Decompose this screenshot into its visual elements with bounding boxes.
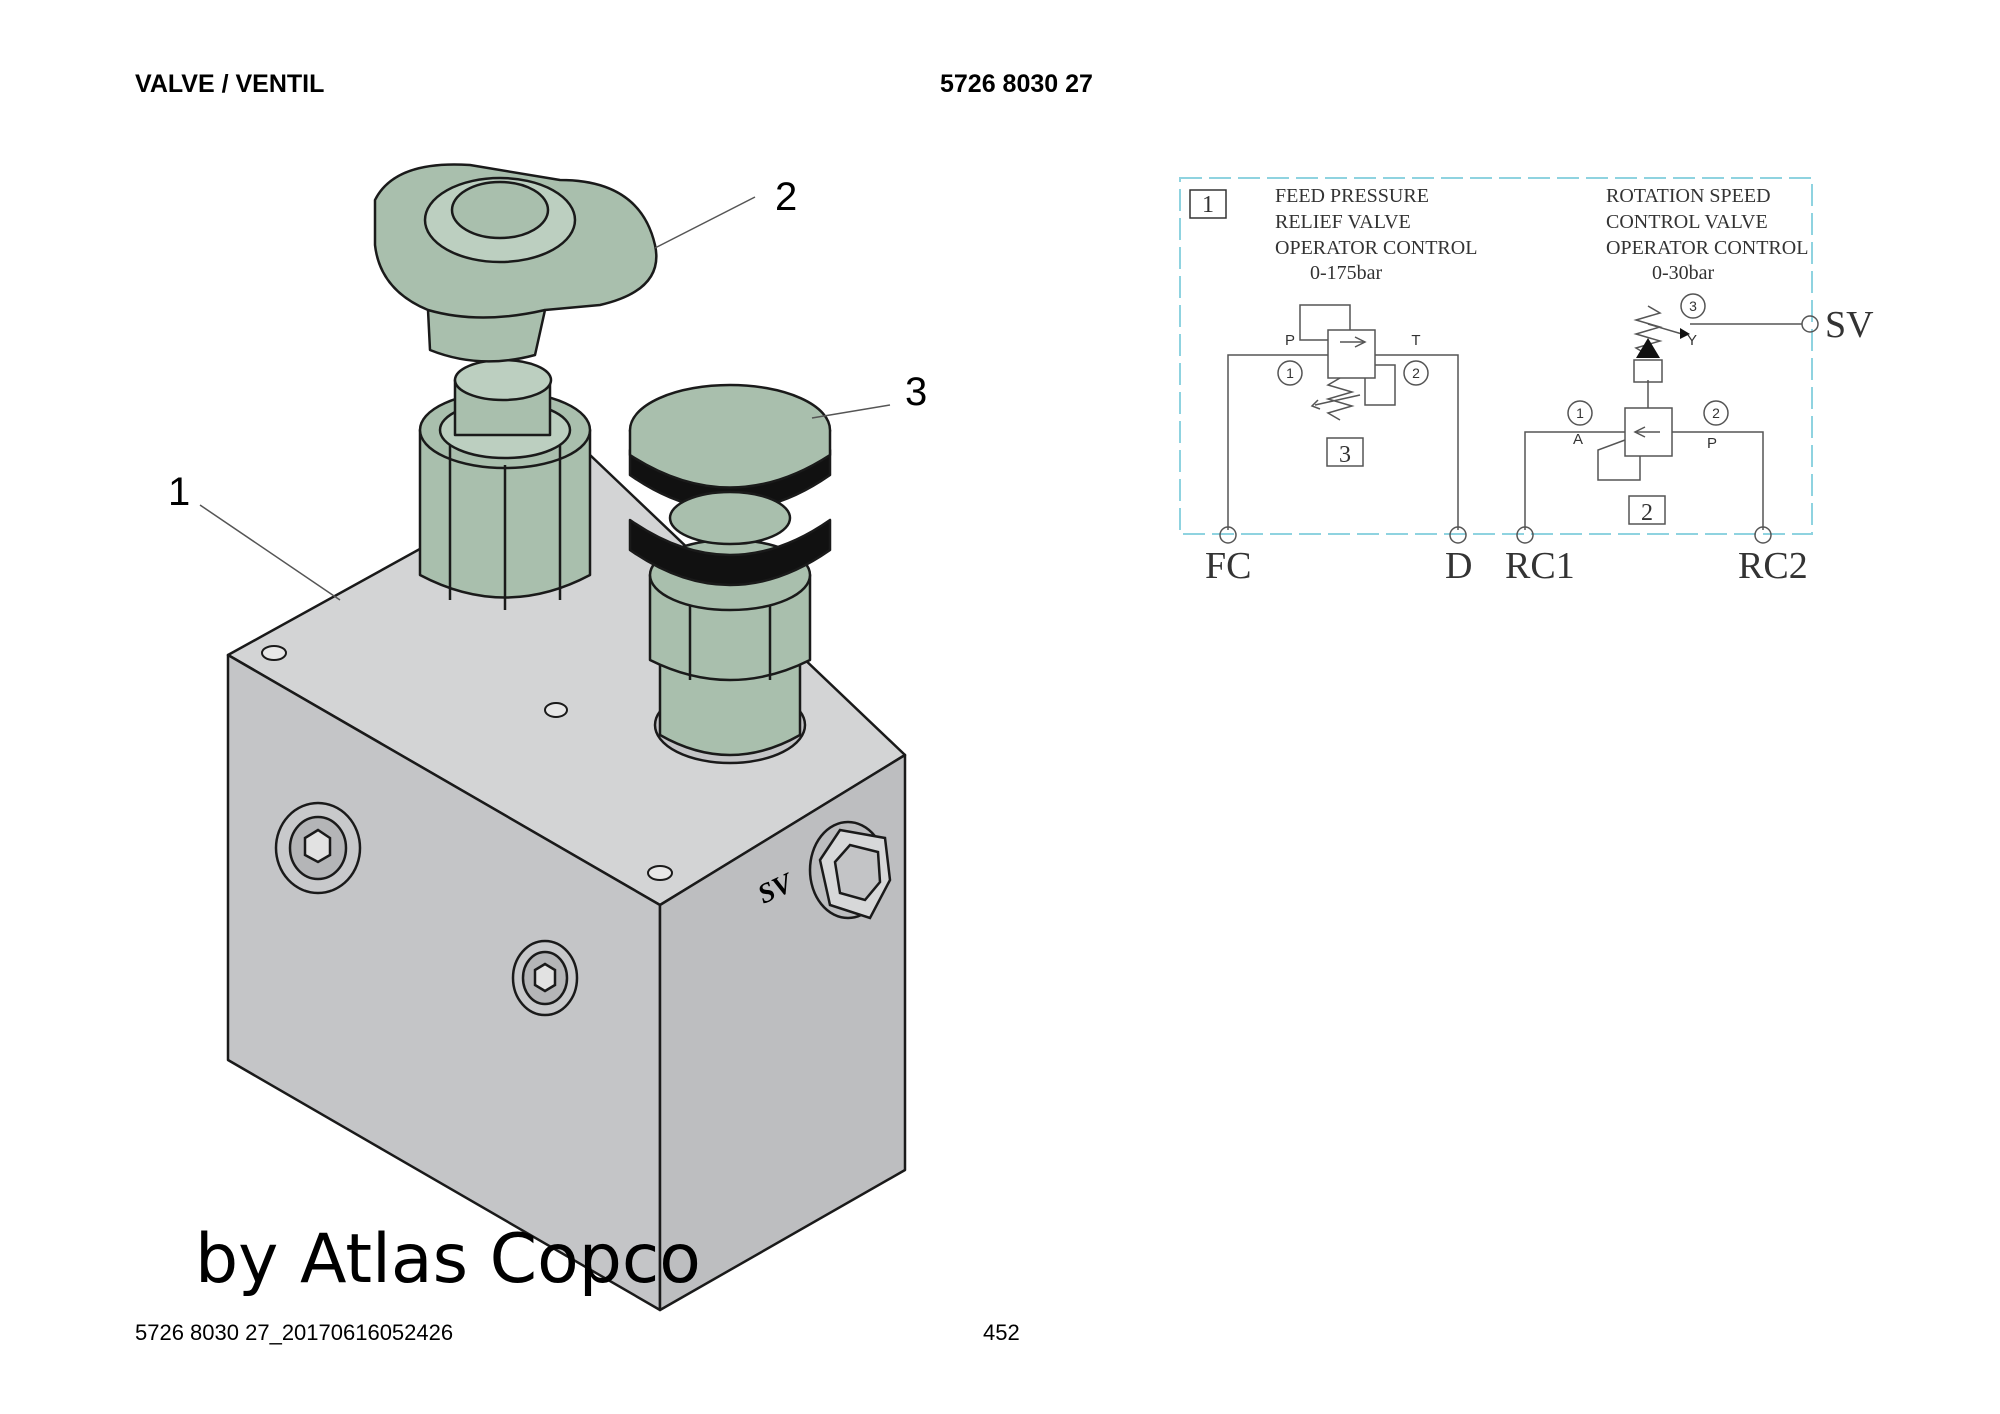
left-item-3: 3 (1339, 442, 1351, 468)
right-circle-3: 3 (1689, 298, 1697, 314)
port-rc2: RC2 (1738, 545, 1808, 587)
callout-2: 2 (775, 175, 797, 219)
left-port-t: T (1411, 332, 1420, 349)
port-fc: FC (1205, 545, 1251, 587)
callout-1: 1 (168, 470, 190, 514)
left-circle-2: 2 (1412, 365, 1420, 381)
left-text-2: RELIEF VALVE (1275, 211, 1411, 233)
right-port-y: Y (1687, 332, 1697, 349)
right-circle-2: 2 (1712, 405, 1720, 421)
right-item-2: 2 (1641, 500, 1653, 526)
schematic-item-1: 1 (1202, 192, 1214, 218)
page-number: 452 (983, 1320, 1020, 1345)
port-d: D (1445, 545, 1472, 587)
cartridge-valve (628, 383, 832, 765)
right-port-p: P (1707, 435, 1717, 452)
document-id: 5726 8030 27_20170616052426 (135, 1320, 454, 1345)
watermark: by Atlas Copco (195, 1220, 701, 1299)
part-number: 5726 8030 27 (940, 70, 1093, 98)
left-circle-1: 1 (1286, 365, 1294, 381)
right-text-1: ROTATION SPEED (1606, 185, 1771, 207)
left-text-4: 0-175bar (1310, 262, 1383, 284)
hydraulic-schematic: 1 FEED PRESSURE RELIEF VALVE OPERATOR CO… (1179, 177, 1874, 587)
page-title: VALVE / VENTIL (135, 70, 325, 98)
right-text-2: CONTROL VALVE (1606, 211, 1768, 233)
left-text-1: FEED PRESSURE (1275, 185, 1429, 207)
callout-3: 3 (905, 370, 927, 414)
right-port-a: A (1573, 431, 1583, 448)
port-sv: SV (1825, 304, 1874, 346)
handwheel-valve (373, 163, 658, 610)
right-circle-1: 1 (1576, 405, 1584, 421)
port-rc1: RC1 (1505, 545, 1575, 587)
left-port-p: P (1285, 332, 1295, 349)
right-text-4: 0-30bar (1652, 262, 1715, 284)
left-text-3: OPERATOR CONTROL (1275, 237, 1477, 259)
right-text-3: OPERATOR CONTROL (1606, 237, 1808, 259)
